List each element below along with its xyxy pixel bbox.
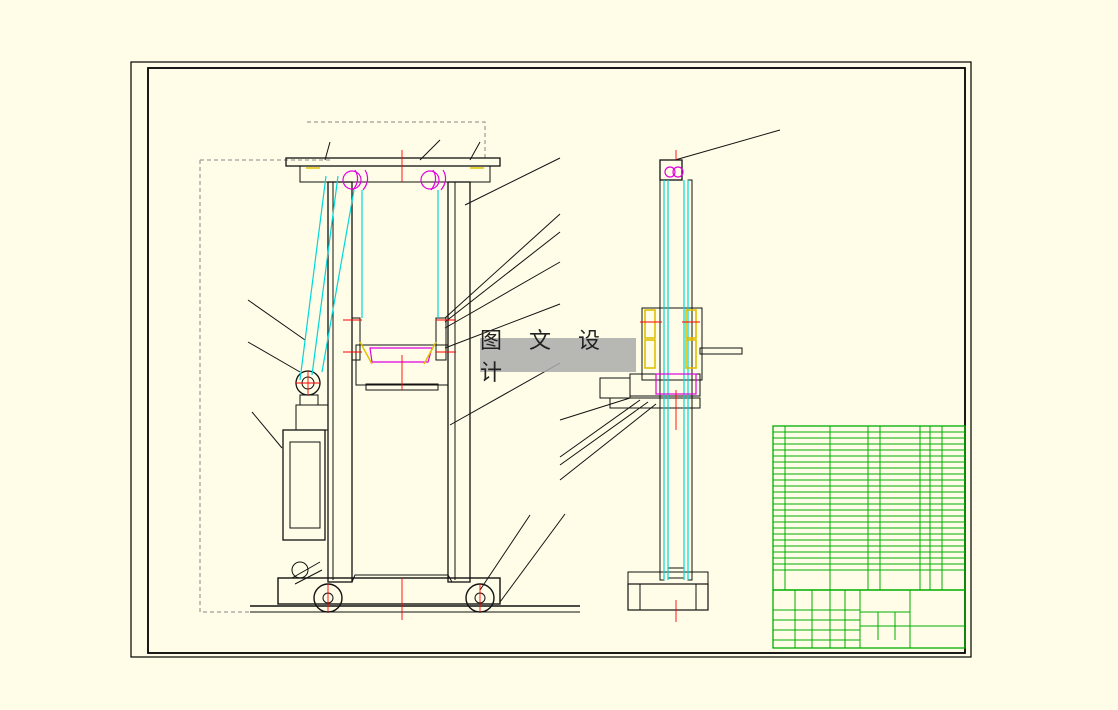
sheet-outer-border — [130, 61, 972, 658]
front-view-brackets — [306, 167, 484, 365]
front-view-gears — [342, 169, 447, 363]
title-block — [772, 425, 966, 649]
side-view-cables — [663, 180, 689, 580]
front-view-centerlines — [296, 150, 481, 620]
side-view-gears — [655, 166, 697, 395]
watermark-label: 图 文 设 计 — [480, 329, 636, 386]
front-view-cables — [299, 175, 439, 381]
side-view-brackets — [644, 309, 697, 369]
side-view-centerlines — [640, 150, 700, 622]
side-view — [559, 129, 781, 611]
sheet-inner-border — [147, 67, 966, 654]
